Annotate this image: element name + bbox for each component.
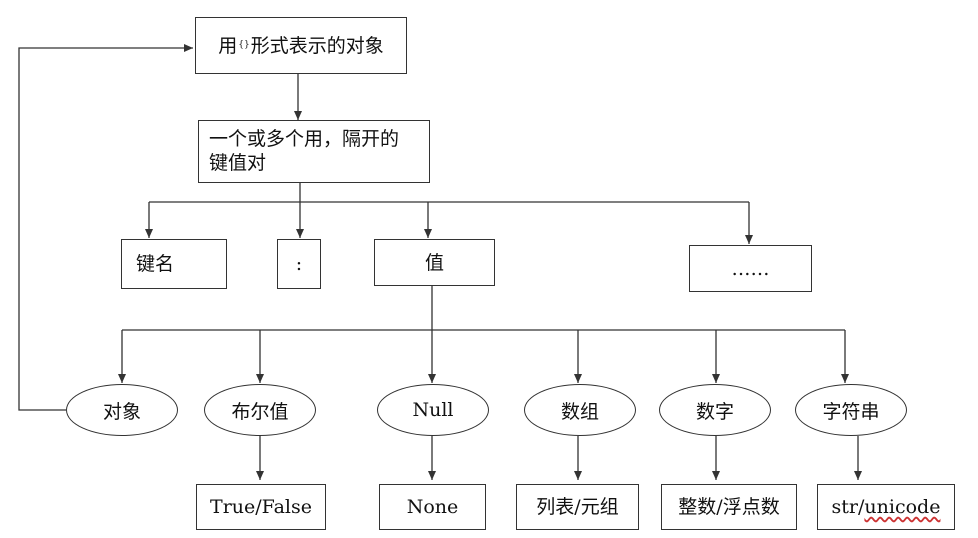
loop-object-to-title — [18, 44, 193, 411]
value-label: 值 — [424, 251, 444, 274]
type-null-oval: Null — [377, 384, 489, 436]
more-box: …… — [689, 245, 812, 292]
type-object-label: 对象 — [102, 400, 141, 423]
type-string-oval: 字符串 — [795, 384, 907, 436]
python-number-label: 整数/浮点数 — [678, 496, 780, 518]
type-null-label: Null — [412, 399, 454, 421]
python-null-box: None — [379, 484, 486, 530]
python-array-box: 列表/元组 — [516, 484, 639, 530]
type-string-label: 字符串 — [822, 400, 880, 423]
type-boolean-label: 布尔值 — [231, 400, 289, 423]
colon-box: : — [277, 239, 321, 289]
more-label: …… — [731, 257, 770, 280]
key-value-pairs-box: 一个或多个用，隔开的 键值对 — [198, 120, 430, 183]
python-null-label: None — [406, 496, 459, 518]
type-array-label: 数组 — [560, 400, 599, 423]
type-number-oval: 数字 — [659, 384, 771, 436]
value-box: 值 — [374, 239, 495, 286]
python-boolean-label: True/False — [210, 496, 312, 518]
brace-symbol: {} — [238, 40, 250, 50]
python-number-box: 整数/浮点数 — [661, 484, 797, 530]
colon-label: : — [295, 253, 303, 275]
title-prefix: 用 — [218, 34, 238, 57]
key-name-box: 键名 — [121, 239, 227, 289]
pairs-line-2: 键值对 — [209, 152, 267, 174]
python-string-prefix: str/ — [831, 496, 865, 518]
python-array-label: 列表/元组 — [536, 496, 619, 518]
type-array-oval: 数组 — [524, 384, 636, 436]
python-string-label: str/unicode — [832, 495, 941, 519]
title-suffix: 形式表示的对象 — [250, 34, 384, 57]
pairs-line-1: 一个或多个用，隔开的 — [209, 128, 400, 150]
type-number-label: 数字 — [695, 400, 734, 423]
type-object-oval: 对象 — [66, 384, 178, 436]
python-string-box: str/unicode — [817, 484, 955, 530]
object-title-box: 用{}形式表示的对象 — [195, 17, 407, 74]
key-name-label: 键名 — [136, 253, 175, 275]
type-boolean-oval: 布尔值 — [204, 384, 316, 436]
python-string-suffix: unicode — [864, 496, 941, 518]
python-boolean-box: True/False — [196, 484, 326, 530]
